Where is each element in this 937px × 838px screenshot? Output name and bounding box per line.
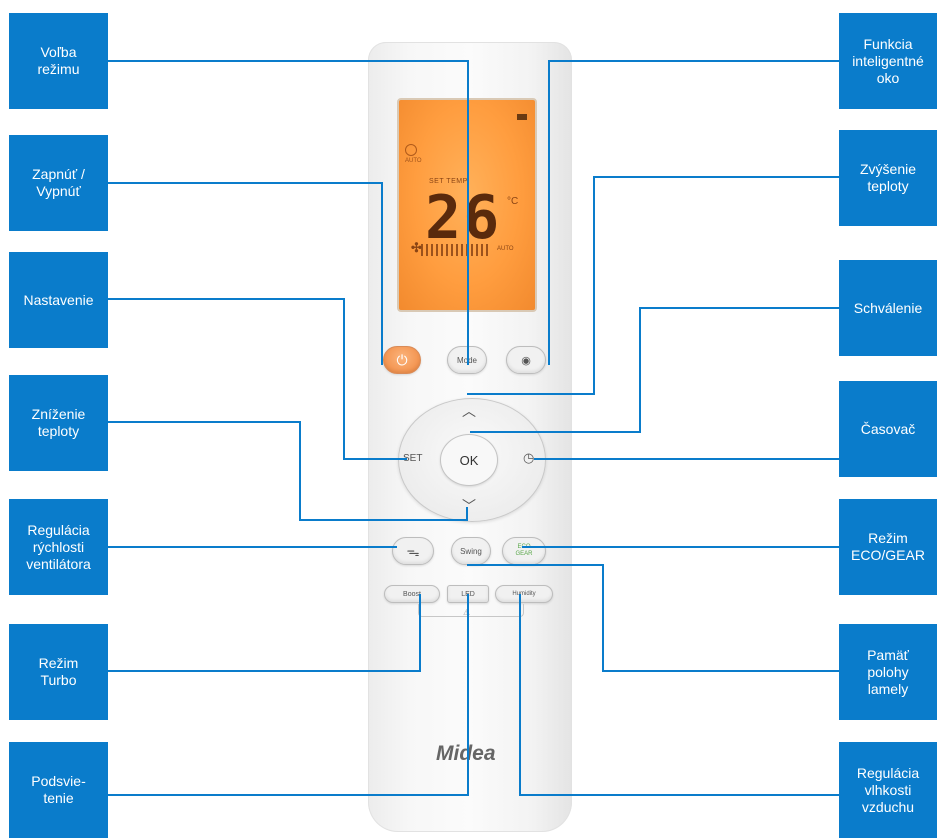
leader-line-backlight [108, 594, 469, 796]
boost-button-label: Boost [403, 590, 421, 598]
lcd-temperature: 26 [425, 183, 502, 253]
label-settings: Nastavenie [9, 252, 108, 348]
label-temp-down: Zníženie teploty [9, 375, 108, 471]
brand-logo: Midea [436, 742, 496, 765]
label-timer: Časovač [839, 381, 937, 477]
label-approval: Schválenie [839, 260, 937, 356]
label-swing-memory: Pamäť polohy lamely [839, 624, 937, 720]
set-button[interactable]: SET [403, 453, 423, 464]
label-turbo: Režim Turbo [9, 624, 108, 720]
timer-button[interactable]: ◷ [523, 450, 535, 465]
leader-line-temp-up [467, 176, 839, 395]
leader-line-swing-memory [467, 564, 839, 672]
label-temp-up: Zvýšenie teploty [839, 130, 937, 226]
temp-up-button[interactable]: ︿ [462, 403, 476, 419]
temp-down-button[interactable]: ﹀ [462, 498, 476, 514]
lcd-mode-indicator: AUTO [405, 158, 422, 164]
ok-button-label: OK [459, 452, 479, 468]
leader-line-ok [470, 307, 839, 433]
ok-button[interactable]: OK [440, 434, 498, 486]
humidity-button-label: Humidity [512, 591, 536, 597]
label-power: Zapnúť / Vypnúť [9, 135, 108, 231]
eye-icon: ◉ [521, 354, 531, 367]
label-fan-speed: Regulácia rýchlosti ventilátora [9, 499, 108, 595]
fan-speed-icon: ✣ [411, 240, 422, 255]
mode-button-label: Mode [456, 355, 477, 365]
fan-speed-button[interactable]: ᯓ [392, 537, 434, 565]
lcd-fan-indicator: AUTO [497, 246, 514, 252]
leader-line-power [108, 182, 383, 365]
button-group-bracket [418, 604, 524, 617]
label-humidity: Regulácia vlhkosti vzduchu [839, 742, 937, 838]
battery-icon [517, 114, 527, 120]
leader-line-temp-down [108, 421, 468, 521]
power-icon: ⏻ [396, 351, 408, 368]
warning-icon: ⚠ [463, 608, 471, 617]
leader-line-mode [108, 60, 469, 365]
fan-icon: ᯓ [406, 544, 420, 559]
label-eco-gear: Režim ECO/GEAR [839, 499, 937, 595]
power-button[interactable]: ⏻ [383, 346, 421, 374]
fan-speed-bars [421, 244, 491, 256]
leader-line-turbo [108, 594, 421, 672]
fan-indicator-icon [405, 144, 417, 156]
label-ieye: Funkcia inteligentné oko [839, 13, 937, 109]
label-backlight: Podsvie- tenie [9, 742, 108, 838]
leader-line-humidity [519, 594, 839, 796]
leader-line-set [108, 298, 407, 460]
boost-button[interactable]: Boost [384, 585, 440, 603]
humidity-button[interactable]: Humidity [495, 585, 553, 603]
lcd-temperature-unit: °C [507, 196, 519, 207]
label-mode-selection: Voľba režimu [9, 13, 108, 109]
ieye-button[interactable]: ◉ [506, 346, 546, 374]
leader-line-ieye [548, 60, 839, 365]
swing-button-label: Swing [460, 546, 482, 556]
lcd-set-temp-label: SET TEMP [429, 178, 468, 185]
